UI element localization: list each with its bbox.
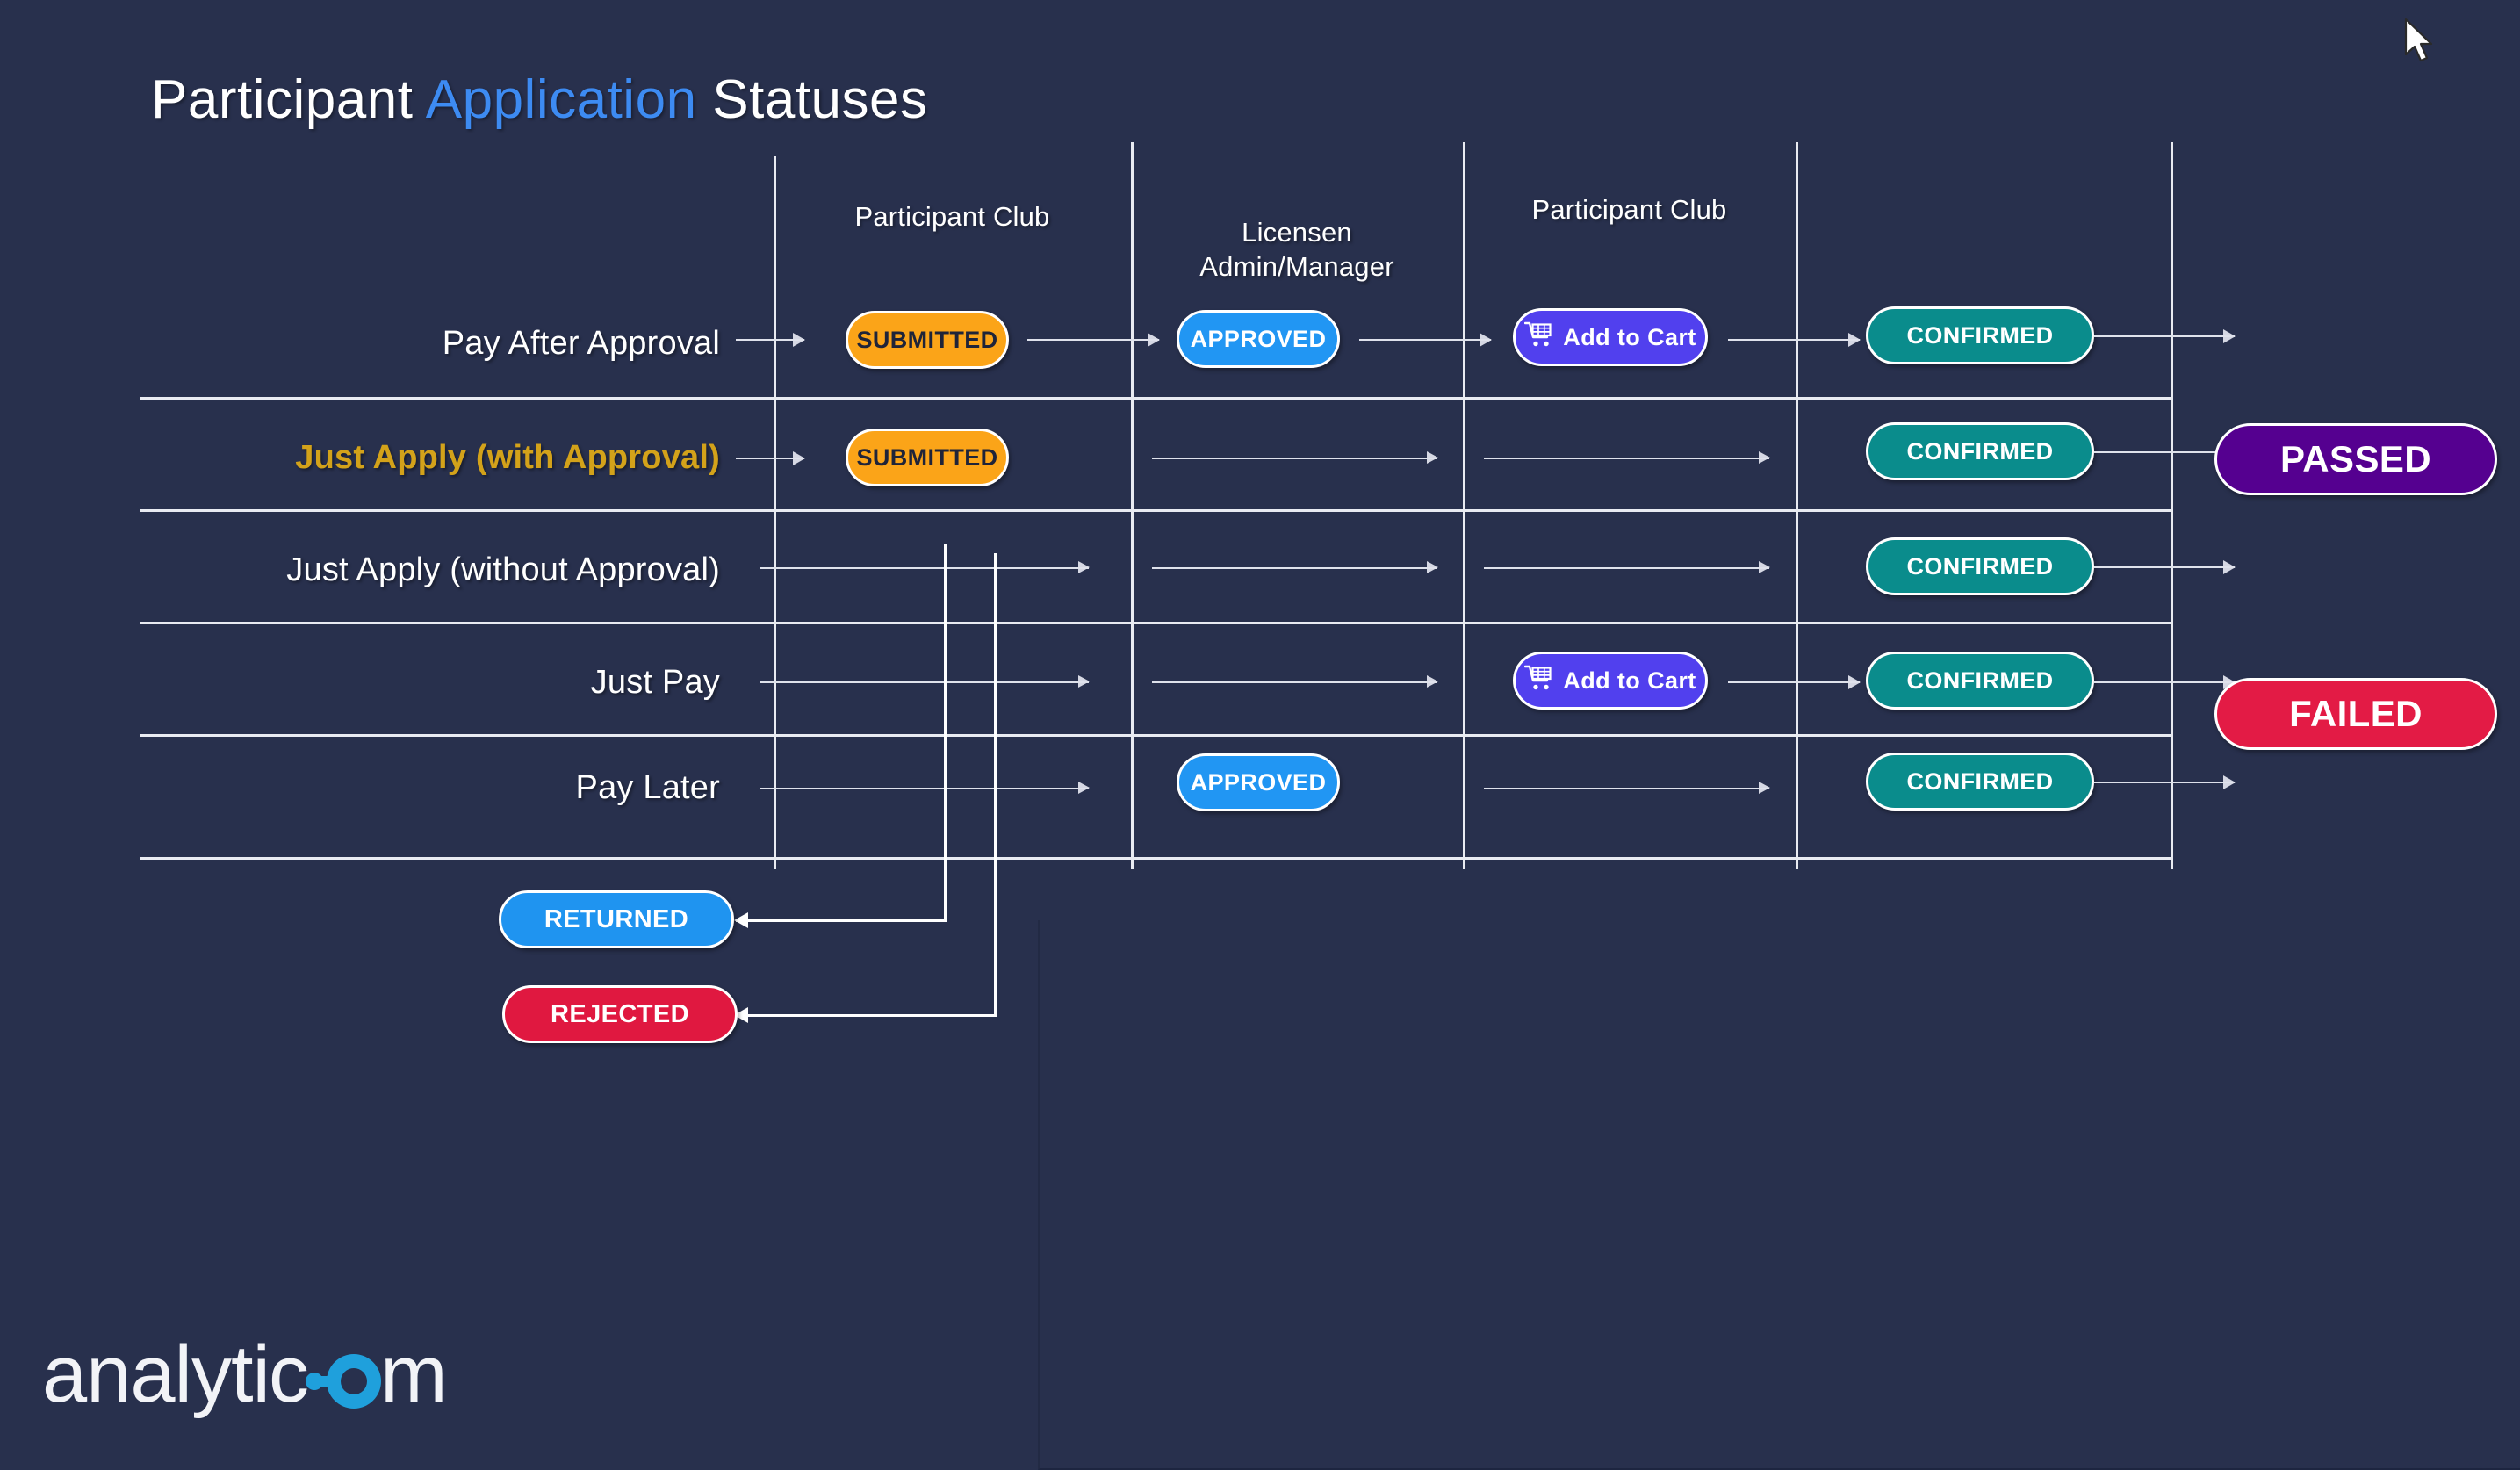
arrow-row1-submitted-to-approved bbox=[1027, 333, 1160, 347]
arrow-row2-label-to-submitted bbox=[736, 451, 805, 465]
grid-vline-4 bbox=[1796, 142, 1798, 869]
pill-label: Add to Cart bbox=[1563, 667, 1696, 694]
grid-vline-1 bbox=[774, 156, 776, 869]
row-label-text: Pay After Approval bbox=[442, 325, 720, 362]
branch-pipe-returned-vertical bbox=[944, 544, 947, 919]
arrow-row5-confirmed-to-outcome bbox=[2094, 775, 2236, 789]
pill-label: Add to Cart bbox=[1563, 323, 1696, 350]
pill-label: REJECTED bbox=[551, 999, 689, 1028]
branch-pipe-rejected-vertical bbox=[994, 553, 997, 1017]
title-accent: Application bbox=[425, 69, 697, 130]
grid-vline-2 bbox=[1131, 142, 1134, 869]
arrow-row1-label-to-submitted bbox=[736, 333, 805, 347]
branch-pipe-returned-horizontal bbox=[742, 919, 947, 922]
row-label-just-apply-with-approval: Just Apply (with Approval) bbox=[158, 439, 720, 477]
arrow-to-rejected bbox=[734, 1007, 748, 1023]
pill-label: CONFIRMED bbox=[1906, 667, 2054, 694]
pill-row5-approved[interactable]: APPROVED bbox=[1177, 753, 1340, 811]
arrow-row4-cart-to-confirmed bbox=[1728, 675, 1861, 689]
badge-label: PASSED bbox=[2280, 438, 2431, 479]
pill-row1-confirmed[interactable]: CONFIRMED bbox=[1866, 306, 2094, 364]
column-header-label: Licensen Admin/Manager bbox=[1199, 216, 1394, 282]
pill-row1-approved[interactable]: APPROVED bbox=[1177, 310, 1340, 368]
arrow-row3-col3-passthrough bbox=[1484, 561, 1770, 573]
pill-row3-confirmed[interactable]: CONFIRMED bbox=[1866, 537, 2094, 595]
column-header-label: Participant Club bbox=[1531, 194, 1727, 225]
pill-row4-confirmed[interactable]: CONFIRMED bbox=[1866, 652, 2094, 710]
shopping-cart-icon bbox=[1524, 665, 1552, 697]
svg-text:c: c bbox=[269, 1329, 309, 1419]
arrow-row5-col1-passthrough bbox=[760, 782, 1090, 794]
row-label-pay-after-approval: Pay After Approval bbox=[176, 325, 720, 363]
arrow-row2-col3-passthrough bbox=[1484, 451, 1770, 464]
svg-text:m: m bbox=[380, 1329, 448, 1419]
pill-label: CONFIRMED bbox=[1906, 767, 2054, 795]
shopping-cart-icon bbox=[1524, 321, 1552, 354]
pill-row5-confirmed[interactable]: CONFIRMED bbox=[1866, 753, 2094, 811]
column-header-licensen-admin: Licensen Admin/Manager bbox=[1131, 182, 1463, 284]
pill-label: APPROVED bbox=[1190, 768, 1327, 796]
arrow-row2-confirmed-to-outcome bbox=[2094, 445, 2236, 459]
pill-row1-submitted[interactable]: SUBMITTED bbox=[846, 311, 1009, 369]
row-label-text: Pay Later bbox=[575, 769, 720, 806]
analyticom-logo-svg: analyti c m bbox=[42, 1329, 448, 1419]
grid-hline-1 bbox=[140, 397, 2171, 400]
mouse-cursor bbox=[2402, 18, 2437, 71]
pill-row1-add-to-cart[interactable]: Add to Cart bbox=[1513, 308, 1708, 366]
arrow-row3-col2-passthrough bbox=[1152, 561, 1438, 573]
row-label-text: Just Pay bbox=[590, 664, 720, 701]
arrow-row3-col1-passthrough bbox=[760, 561, 1090, 573]
pill-label: RETURNED bbox=[544, 904, 689, 933]
grid-hline-2 bbox=[140, 509, 2171, 512]
content-placeholder-panel bbox=[1038, 920, 2520, 1470]
pill-row4-add-to-cart[interactable]: Add to Cart bbox=[1513, 652, 1708, 710]
pill-label: SUBMITTED bbox=[856, 326, 998, 353]
pill-label: CONFIRMED bbox=[1906, 437, 2054, 465]
arrow-row1-approved-to-cart bbox=[1359, 333, 1492, 347]
pill-row2-confirmed[interactable]: CONFIRMED bbox=[1866, 422, 2094, 480]
column-header-participant-club-1: Participant Club bbox=[774, 200, 1131, 234]
grid-hline-4 bbox=[140, 734, 2171, 737]
arrow-row4-col2-passthrough bbox=[1152, 675, 1438, 688]
title-suffix: Statuses bbox=[696, 69, 928, 130]
grid-vline-5 bbox=[2171, 142, 2173, 869]
grid-vline-3 bbox=[1463, 142, 1465, 869]
badge-label: FAILED bbox=[2289, 693, 2423, 734]
row-label-just-pay: Just Pay bbox=[176, 664, 720, 702]
grid-hline-5 bbox=[140, 857, 2171, 860]
row-label-text: Just Apply (without Approval) bbox=[286, 551, 720, 588]
pill-label: CONFIRMED bbox=[1906, 321, 2054, 349]
column-header-label: Participant Club bbox=[854, 201, 1050, 232]
arrow-row1-cart-to-confirmed bbox=[1728, 333, 1861, 347]
title-prefix: Participant bbox=[151, 69, 426, 130]
column-header-participant-club-2: Participant Club bbox=[1463, 193, 1796, 227]
arrow-row5-col3-passthrough bbox=[1484, 782, 1770, 794]
page-title: Participant Application Statuses bbox=[151, 68, 928, 131]
badge-passed[interactable]: PASSED bbox=[2214, 423, 2497, 495]
arrow-row1-confirmed-to-outcome bbox=[2094, 329, 2236, 343]
pill-label: APPROVED bbox=[1190, 325, 1327, 352]
arrow-row4-confirmed-to-outcome bbox=[2094, 675, 2236, 689]
row-label-just-apply-without-approval: Just Apply (without Approval) bbox=[123, 551, 720, 589]
pill-row2-submitted[interactable]: SUBMITTED bbox=[846, 429, 1009, 486]
grid-hline-3 bbox=[140, 622, 2171, 624]
pill-label: SUBMITTED bbox=[856, 443, 998, 471]
arrow-row4-col1-passthrough bbox=[760, 675, 1090, 688]
row-label-text: Just Apply (with Approval) bbox=[295, 439, 720, 476]
analyticom-logo: analyti c m analyti bbox=[42, 1326, 508, 1436]
arrow-row2-col2-passthrough bbox=[1152, 451, 1438, 464]
arrow-to-returned bbox=[734, 912, 748, 928]
pill-label: CONFIRMED bbox=[1906, 552, 2054, 580]
branch-pipe-rejected-horizontal bbox=[742, 1014, 997, 1017]
pill-rejected[interactable]: REJECTED bbox=[502, 985, 738, 1043]
svg-text:analyti: analyti bbox=[42, 1329, 270, 1419]
row-label-pay-later: Pay Later bbox=[176, 769, 720, 807]
arrow-row3-confirmed-to-outcome bbox=[2094, 560, 2236, 574]
pill-returned[interactable]: RETURNED bbox=[499, 890, 734, 948]
badge-failed[interactable]: FAILED bbox=[2214, 678, 2497, 750]
